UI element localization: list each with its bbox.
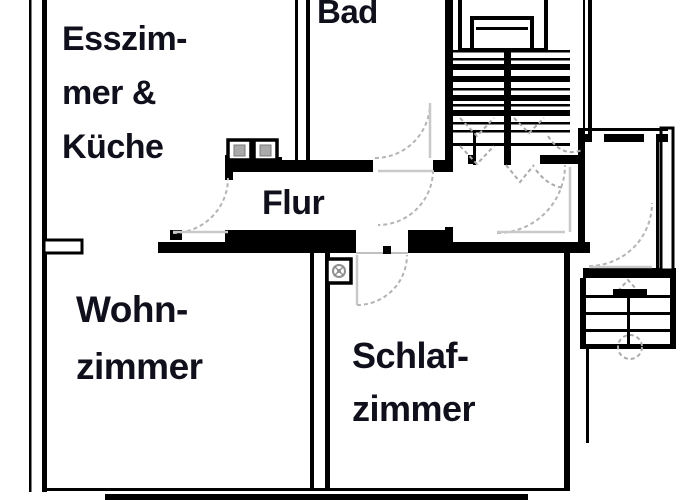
door-swing-arc — [356, 254, 408, 306]
wall — [468, 155, 476, 164]
room-label-wohnzimmer: Wohn- zimmer — [76, 281, 203, 395]
direction-chevron — [459, 117, 495, 138]
wall — [540, 155, 584, 164]
wall — [408, 230, 445, 242]
stair-tread — [453, 76, 570, 82]
direction-chevron — [505, 164, 535, 184]
label-line: Schlaf- — [352, 335, 469, 376]
door-swing-arc — [374, 102, 431, 159]
walls — [29, 0, 676, 500]
door-swing-arc — [588, 202, 653, 267]
stair-divider — [473, 130, 476, 165]
room-label-bad: Bad — [317, 0, 378, 31]
stair-tread — [453, 104, 570, 107]
door-swing-arc — [172, 177, 229, 234]
direction-curve — [535, 169, 565, 189]
door-swing-arc — [377, 169, 434, 226]
wall — [583, 268, 676, 278]
stair-tread — [453, 88, 570, 91]
door-swing-arc — [496, 164, 566, 234]
vent-symbol — [325, 257, 353, 285]
wall — [583, 0, 585, 132]
wall — [445, 0, 453, 165]
label-line: zimmer — [352, 388, 476, 429]
stair-tread — [453, 122, 570, 125]
stair-tread — [453, 64, 570, 70]
label-line: zimmer — [76, 346, 203, 387]
doors — [172, 102, 653, 306]
stair-tread — [453, 130, 570, 133]
label-line: Küche — [62, 128, 164, 166]
direction-chevron — [459, 145, 495, 166]
stair-well-rail — [470, 16, 534, 52]
wall — [583, 128, 668, 131]
label-line: Esszim- — [62, 20, 188, 58]
wall — [588, 0, 592, 136]
wall — [586, 348, 589, 443]
wall — [158, 242, 356, 253]
sink-basin — [259, 144, 272, 157]
vent-box — [325, 257, 353, 285]
label-line: Bad — [317, 0, 378, 30]
wall — [580, 278, 586, 348]
label-line: Wohn- — [76, 289, 188, 330]
room-landing — [453, 165, 570, 240]
wall — [433, 160, 453, 172]
exterior-stair — [586, 289, 670, 345]
label-line: Flur — [262, 184, 325, 222]
stair-tread — [453, 95, 570, 101]
stair-divider — [504, 48, 511, 165]
direction-chevron — [617, 278, 639, 292]
wall — [295, 0, 298, 168]
wall-stub — [170, 230, 182, 240]
vent-gear-icon — [333, 265, 345, 277]
wall — [29, 0, 32, 492]
staircase — [453, 0, 570, 165]
wall — [46, 488, 570, 491]
stair-divider — [627, 295, 630, 345]
wall-outlined — [659, 126, 675, 272]
stair-tread — [453, 58, 570, 61]
wall — [408, 242, 590, 253]
wall — [310, 253, 314, 490]
room-label-flur: Flur — [262, 183, 325, 223]
window-symbol — [592, 134, 604, 142]
wall — [564, 253, 570, 490]
door-hinge-mark — [383, 246, 391, 254]
wall — [105, 494, 528, 500]
wall — [580, 344, 676, 349]
room-porch — [585, 141, 656, 268]
wall — [578, 128, 585, 242]
direction-chevron — [513, 117, 545, 135]
vent-gear-icon — [332, 264, 346, 278]
window-symbol — [644, 134, 656, 142]
wall-outlined — [42, 238, 84, 255]
room-label-schlafzimmer: Schlaf- zimmer — [352, 329, 476, 435]
stair-direction-marks — [459, 117, 643, 360]
sink-basin — [233, 144, 246, 157]
wall — [670, 278, 676, 348]
stair-tread — [453, 143, 570, 146]
porch-window-band — [583, 128, 668, 142]
direction-curve — [547, 135, 583, 154]
stair-landing-bar — [613, 289, 647, 295]
wall — [306, 0, 310, 168]
label-line: mer & — [62, 74, 156, 112]
room-label-esszimmer-kueche: Esszim- mer & Küche — [62, 12, 188, 174]
wall — [228, 230, 356, 242]
wall — [583, 134, 668, 142]
stair-tread — [453, 50, 570, 53]
wall — [325, 253, 330, 490]
wall — [656, 140, 659, 268]
stair-well-rail — [476, 27, 528, 30]
kitchen-unit — [226, 138, 279, 162]
stair-tread — [453, 110, 570, 116]
wall — [445, 227, 453, 242]
